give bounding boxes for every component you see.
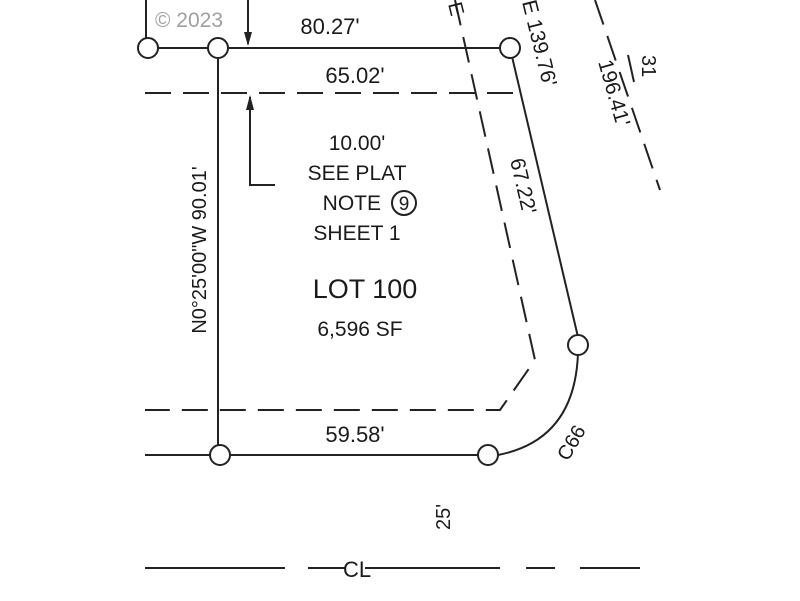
arrow-down-icon <box>244 32 252 46</box>
lot-name: LOT 100 <box>313 274 418 304</box>
centerline-symbol: CL <box>343 557 371 582</box>
note-label: NOTE <box>323 192 381 215</box>
far-right-partial-label: 31 <box>637 55 659 77</box>
far-right-dashed-line <box>594 0 661 191</box>
monument-circle <box>137 37 159 59</box>
setback-label: 65.02' <box>325 63 384 88</box>
top-boundary-label: 80.27' <box>300 14 359 39</box>
note-distance: 10.00' <box>329 132 386 155</box>
far-right-label: 196.41' <box>593 57 634 129</box>
monument-circle <box>207 37 229 59</box>
watermark: © 2023 <box>155 9 223 32</box>
arrow-up-icon <box>246 95 254 110</box>
note-number: 9 <box>399 194 410 215</box>
note-leader-line <box>249 97 275 186</box>
lot-area: 6,596 SF <box>317 318 402 341</box>
bottom-boundary-label: 59.58' <box>325 422 384 447</box>
note-sheet: SHEET 1 <box>313 222 400 245</box>
note-number-circle <box>391 190 417 216</box>
curve-label: C66 <box>553 422 590 465</box>
street-width-label: 25' <box>433 504 455 530</box>
monument-circle <box>567 334 589 356</box>
right-boundary-label: E 139.76' <box>517 0 561 89</box>
far-right-tick <box>627 54 635 83</box>
left-boundary-label: N0°25'00"W 90.01' <box>189 166 211 333</box>
inner-right-label: 67.22' <box>505 156 540 216</box>
curve-c66 <box>497 352 579 456</box>
monument-circle <box>499 37 521 59</box>
monument-circle <box>209 444 231 466</box>
partial-bearing-label: E <box>443 0 468 18</box>
inner-setback-dashed <box>145 0 537 411</box>
right-boundary-line <box>509 47 579 338</box>
monument-circle <box>477 444 499 466</box>
note-see-plat: SEE PLAT <box>308 162 407 185</box>
